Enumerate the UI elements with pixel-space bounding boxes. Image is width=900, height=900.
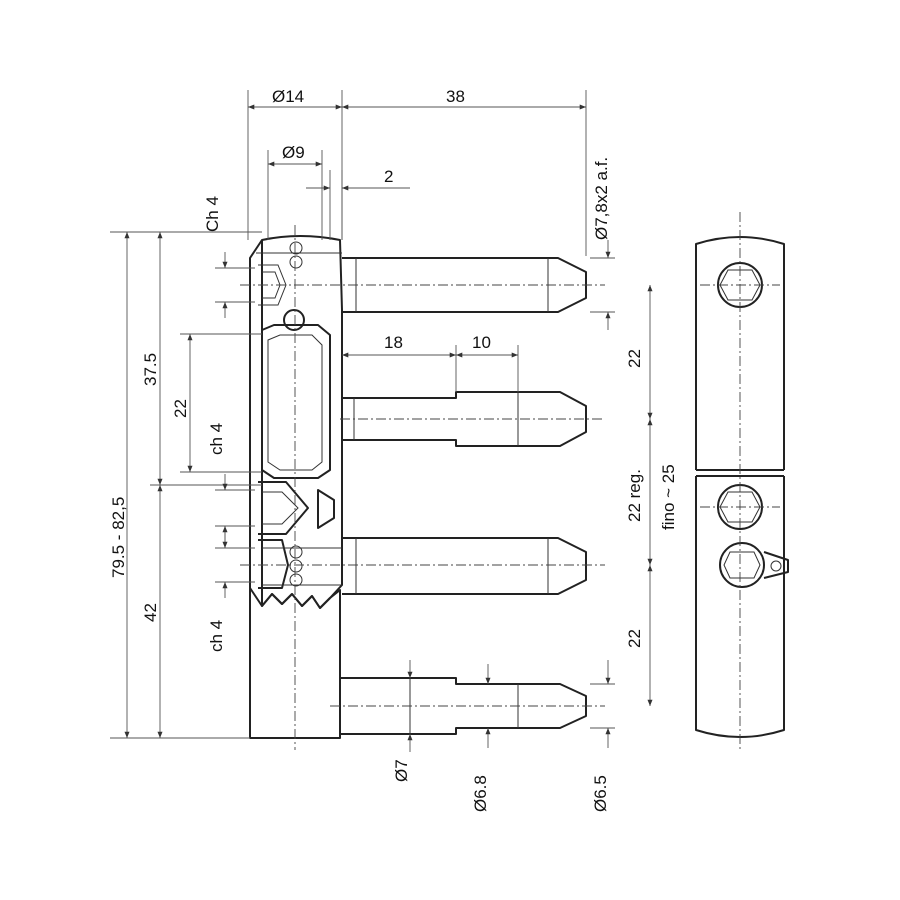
- label-79-82: 79.5 - 82,5: [109, 497, 128, 578]
- label-d9: Ø9: [282, 143, 305, 162]
- label-18: 18: [384, 333, 403, 352]
- dimension-lines: [110, 90, 653, 752]
- label-d78-af: Ø7,8x2 a.f.: [592, 157, 611, 240]
- side-hex-lower: [719, 542, 765, 588]
- label-ch4-mid: ch 4: [207, 423, 226, 455]
- label-22-reg: 22 reg.: [625, 469, 644, 522]
- side-view: [695, 212, 789, 750]
- label-fino-25: fino ~ 25: [659, 464, 678, 530]
- ball-bearing-top-2: [289, 255, 303, 269]
- ball-bearing-top: [289, 241, 303, 255]
- front-view: [240, 225, 605, 750]
- dimension-labels: Ø14 38 Ø9 2 Ch 4 Ø7,8x2 a.f. 79.5 - 82,5…: [109, 87, 678, 812]
- hinge-lower-knuckle: [249, 587, 341, 739]
- label-38: 38: [446, 87, 465, 106]
- hex-socket-lower: [258, 539, 289, 589]
- label-d14: Ø14: [272, 87, 304, 106]
- ball-bearing-mid: [283, 309, 305, 331]
- label-d7: Ø7: [392, 759, 411, 782]
- label-22-right-top: 22: [625, 349, 644, 368]
- label-10: 10: [472, 333, 491, 352]
- pin-third: [342, 537, 587, 595]
- label-ch4-bottom: ch 4: [207, 620, 226, 652]
- label-22-right-bottom: 22: [625, 629, 644, 648]
- label-37-5: 37.5: [141, 353, 160, 386]
- label-d6-5: Ø6.5: [591, 775, 610, 812]
- side-lower-leaf: [695, 476, 785, 738]
- label-ch4-top: Ch 4: [203, 196, 222, 232]
- pin-middle: [342, 391, 587, 447]
- label-d6-8: Ø6.8: [471, 775, 490, 812]
- label-22-left: 22: [171, 399, 190, 418]
- label-42: 42: [141, 603, 160, 622]
- label-2: 2: [384, 167, 393, 186]
- hex-socket-middle: [258, 481, 309, 535]
